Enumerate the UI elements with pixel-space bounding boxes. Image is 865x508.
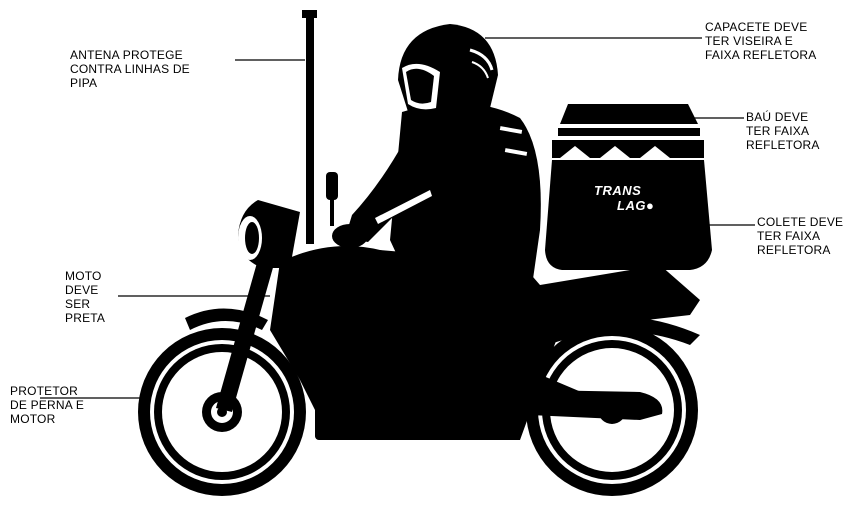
box-logo-line-2: LAG● [617,198,654,213]
label-top-box: BAÚ DEVE TER FAIXA REFLETORA [746,110,820,152]
label-leg-engine-protector: PROTETOR DE PERNA E MOTOR [10,384,84,426]
box-logo-line-1: TRANS [594,183,641,198]
label-motorcycle-color: MOTO DEVE SER PRETA [65,269,105,325]
box-logo-line-2-text: LAG [617,198,646,213]
label-vest: COLETE DEVE TER FAIXA REFLETORA [757,215,843,257]
label-antenna: ANTENA PROTEGE CONTRA LINHAS DE PIPA [70,48,190,90]
front-wheel [138,328,306,496]
antenna [302,10,317,244]
helmet [398,24,498,122]
box-logo-mark: ● [646,198,654,213]
label-helmet: CAPACETE DEVE TER VISEIRA E FAIXA REFLET… [705,20,816,62]
